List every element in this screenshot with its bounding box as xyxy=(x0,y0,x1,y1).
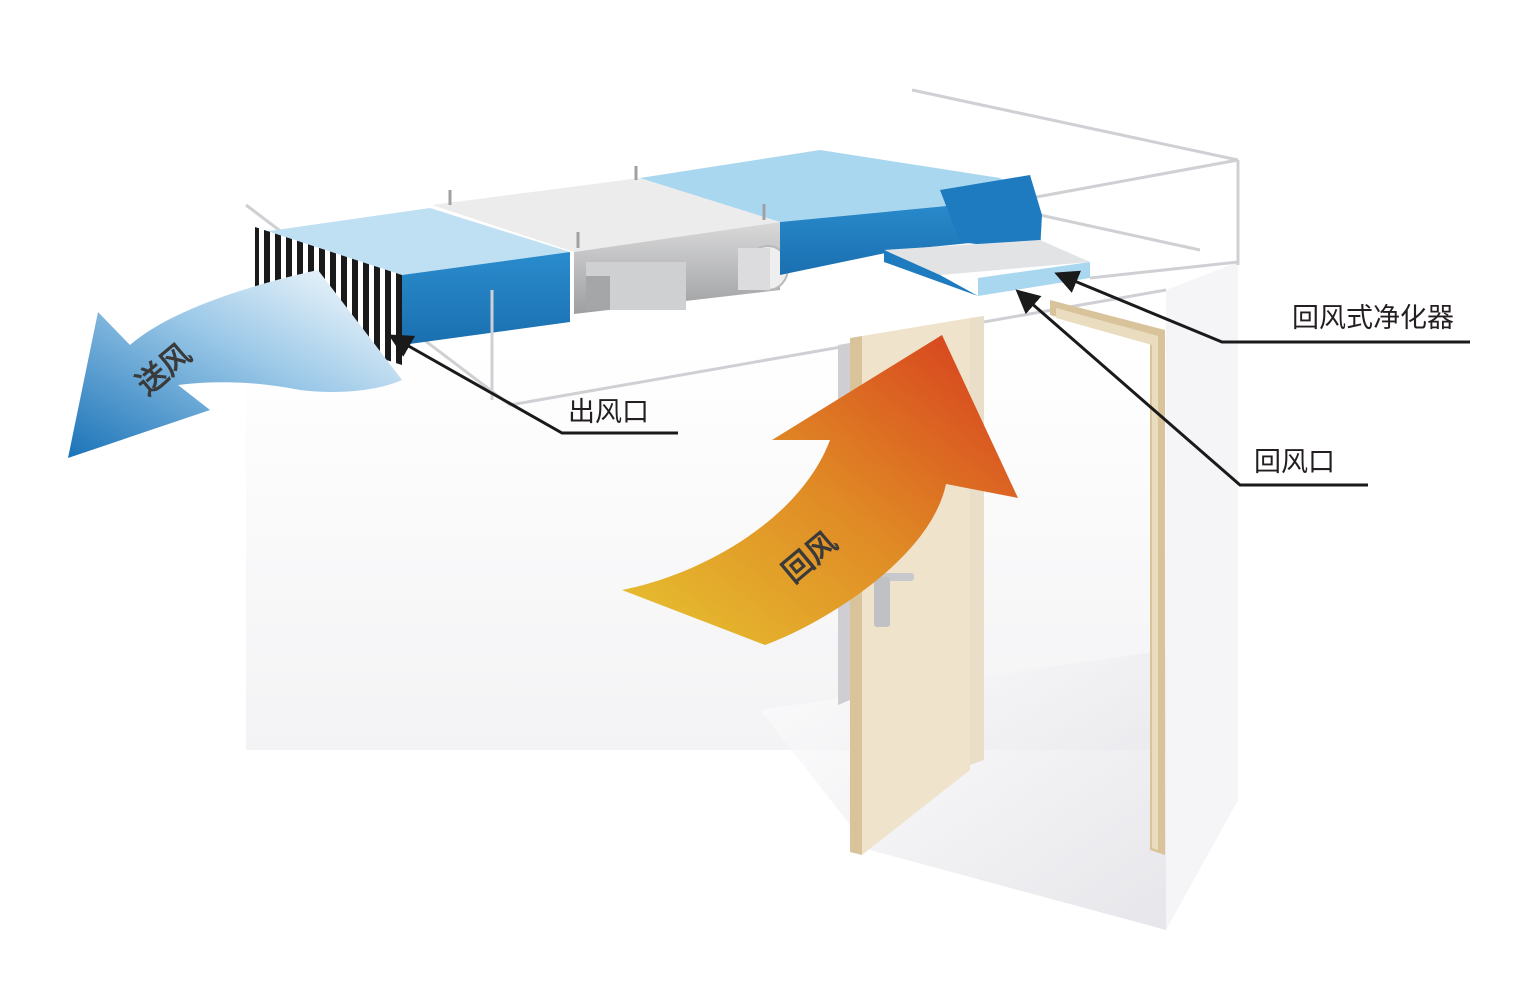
purifier-top xyxy=(884,240,1090,275)
purifier-front xyxy=(884,250,978,296)
duct-left-top xyxy=(262,208,570,275)
ceiling-edge-right4 xyxy=(1039,213,1201,252)
leader-outlet xyxy=(388,334,678,435)
supply-arrow-shape xyxy=(68,270,402,458)
leader-return-port xyxy=(1015,289,1368,487)
ceiling-edge-right xyxy=(911,88,1239,162)
leader-purifier xyxy=(1054,270,1470,344)
fan-body xyxy=(738,248,770,290)
door-frame-back xyxy=(970,316,984,765)
return-air-arrow xyxy=(622,335,1018,645)
ceiling-edge-right5 xyxy=(1089,260,1239,280)
right-wall xyxy=(1166,262,1238,930)
duct-system xyxy=(255,150,1090,400)
hanger-box-top xyxy=(432,178,780,252)
label-return-port: 回风口 xyxy=(1254,447,1335,478)
callouts xyxy=(388,270,1470,487)
label-outlet: 出风口 xyxy=(568,397,649,428)
ceiling-edge-right2 xyxy=(1019,158,1239,202)
duct-elbow xyxy=(940,175,1042,252)
label-purifier: 回风式净化器 xyxy=(1292,303,1454,334)
duct-left-front xyxy=(402,252,570,345)
duct-right-top xyxy=(640,150,1030,222)
door-handle-plate xyxy=(874,577,890,627)
motor-box-side xyxy=(586,276,610,310)
supply-air-arrow xyxy=(68,270,402,458)
return-port xyxy=(978,262,1090,296)
return-arrow-shape xyxy=(622,335,1018,645)
